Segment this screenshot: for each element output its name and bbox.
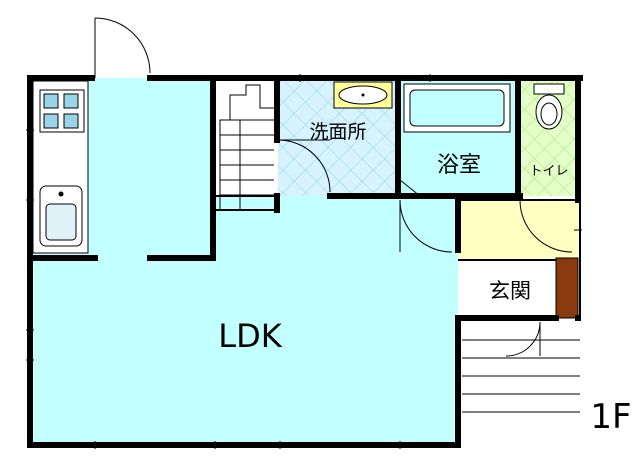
walls: [27, 75, 583, 448]
entrance-step: [458, 260, 553, 318]
shoe-cabinet: [555, 257, 579, 319]
floor-label: 1F: [590, 397, 631, 437]
room-label-washroom: 洗面所: [309, 121, 366, 143]
porch-step: [462, 322, 580, 412]
windows: [26, 74, 582, 449]
bathtub-icon: [403, 83, 511, 133]
toilet-icon: [533, 83, 565, 130]
room-label-ldk: LDK: [218, 317, 282, 355]
stair-area: [216, 78, 278, 196]
room-label-entrance: 玄関: [489, 279, 531, 303]
kitchen-sink-icon: [39, 185, 83, 247]
exterior-stairs: [462, 321, 580, 413]
room-label-bathroom: 浴室: [437, 153, 481, 178]
stove-icon: [39, 89, 85, 133]
doors: [94, 17, 573, 253]
room-label-toilet: トイレ: [529, 164, 568, 179]
washbasin-icon: [333, 81, 393, 109]
ldk-floor: [30, 78, 458, 443]
